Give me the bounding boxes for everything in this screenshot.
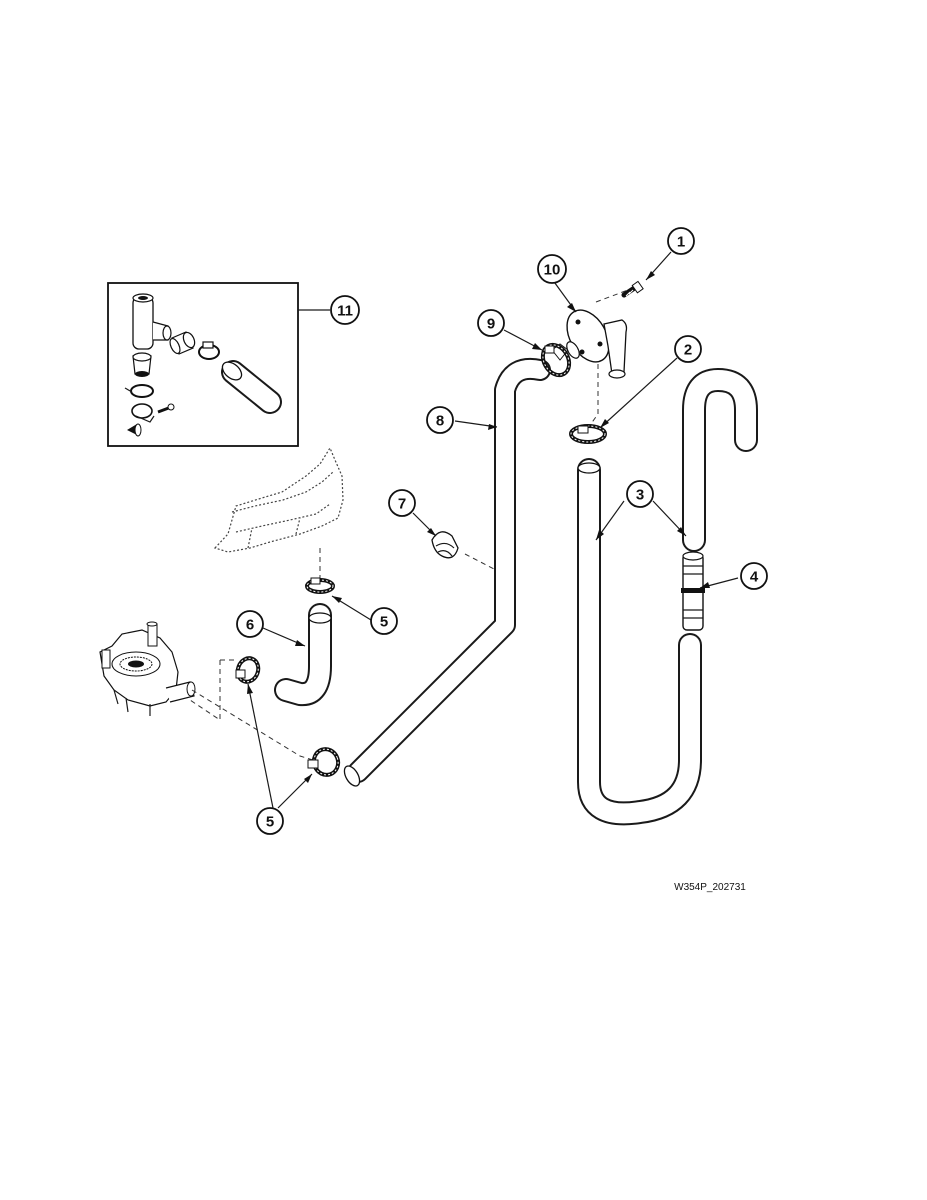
kit-hose-icon <box>221 360 282 414</box>
callout-5-bottom-label: 5 <box>266 814 274 831</box>
tub-hose-8 <box>343 358 551 787</box>
callout-7: 7 <box>388 489 416 517</box>
drawing-code: W354P_202731 <box>674 882 746 893</box>
callout-9: 9 <box>477 309 505 337</box>
callout-4-label: 4 <box>750 569 759 586</box>
kit-strap-clamp-icon <box>131 403 175 423</box>
callout-2-label: 2 <box>684 342 692 359</box>
kit-inset-box <box>107 282 299 447</box>
callout-5-bottom: 5 <box>256 807 284 835</box>
kit-clamp-icon <box>198 341 220 360</box>
callout-3: 3 <box>626 480 654 508</box>
callout-6: 6 <box>236 610 264 638</box>
callout-5-top-label: 5 <box>380 614 388 631</box>
hose-clamp-2 <box>569 424 607 444</box>
coupler-icon <box>169 331 196 355</box>
hose-clamp-5-top <box>305 577 335 594</box>
callout-9-label: 9 <box>487 316 495 333</box>
pump-assembly <box>99 621 196 716</box>
callout-4: 4 <box>740 562 768 590</box>
hose-clamp-5-pump <box>235 656 261 684</box>
hose-clamp-5-tub <box>307 747 341 777</box>
assembly-guide-lines <box>189 289 629 761</box>
hose-clip-7 <box>431 531 459 559</box>
callout-8: 8 <box>426 406 454 434</box>
drain-hose-3-lower <box>577 458 702 826</box>
callout-1: 1 <box>667 227 695 255</box>
callout-6-label: 6 <box>246 617 254 634</box>
callout-7-label: 7 <box>398 496 406 513</box>
tee-fitting-icon <box>132 293 172 350</box>
callout-10-label: 10 <box>544 262 561 279</box>
drain-hose-3-upper <box>682 368 758 552</box>
callout-5-top: 5 <box>370 607 398 635</box>
screw-1 <box>621 280 644 298</box>
callout-11: 11 <box>330 295 360 325</box>
kit-plug-icon <box>127 423 142 437</box>
hose-connector-4 <box>681 551 705 631</box>
pump-hose-6 <box>274 603 332 707</box>
kit-cap-icon <box>132 352 152 377</box>
cabinet-panel-outline <box>213 446 344 553</box>
leader-lines <box>247 251 739 809</box>
kit-clamp-small-icon <box>124 384 154 398</box>
callout-10: 10 <box>537 254 567 284</box>
hose-clamp-9 <box>540 342 572 378</box>
callout-1-label: 1 <box>677 234 685 251</box>
callout-8-label: 8 <box>436 413 444 430</box>
elbow-fitting-10 <box>551 309 628 379</box>
callout-3-label: 3 <box>636 487 644 504</box>
callout-11-label: 11 <box>337 303 353 320</box>
callout-2: 2 <box>674 335 702 363</box>
